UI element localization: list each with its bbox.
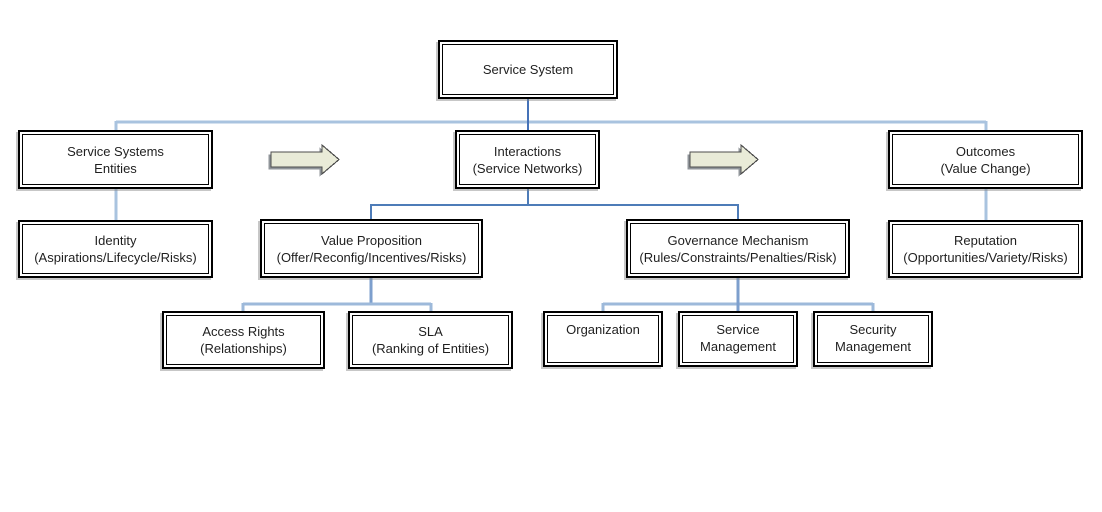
- node-governance-mechanism: Governance Mechanism (Rules/Constraints/…: [626, 219, 850, 278]
- node-security-management: Security Management: [813, 311, 933, 367]
- node-subtitle: (Offer/Reconfig/Incentives/Risks): [276, 249, 467, 265]
- node-title: Service: [716, 322, 760, 337]
- node-title: Service System: [482, 62, 574, 77]
- node-title: Access Rights: [202, 324, 285, 339]
- node-outcomes: Outcomes (Value Change): [888, 130, 1083, 189]
- node-title: Interactions: [493, 143, 562, 159]
- node-label: Interactions (Service Networks): [459, 134, 596, 185]
- flow-arrow-icon: [268, 143, 340, 177]
- node-value-proposition: Value Proposition (Offer/Reconfig/Incent…: [260, 219, 483, 278]
- node-subtitle: Entities: [94, 160, 137, 176]
- node-interactions: Interactions (Service Networks): [455, 130, 600, 189]
- node-subtitle: (Opportunities/Variety/Risks): [903, 250, 1068, 265]
- flow-arrow-icon: [687, 143, 759, 177]
- flow-arrow-shape: [270, 143, 340, 176]
- node-organization: Organization: [543, 311, 663, 367]
- node-service-management: Service Management: [678, 311, 798, 367]
- node-label: Organization: [547, 315, 659, 363]
- node-title: Security: [849, 322, 897, 337]
- node-label: Governance Mechanism (Rules/Constraints/…: [630, 223, 846, 274]
- node-label: Value Proposition (Offer/Reconfig/Incent…: [264, 223, 479, 274]
- node-subtitle: Management: [835, 339, 911, 354]
- node-title: Value Proposition: [321, 232, 422, 248]
- node-label: Security Management: [817, 315, 929, 363]
- node-label: Reputation (Opportunities/Variety/Risks): [892, 224, 1079, 274]
- node-subtitle: Management: [700, 339, 776, 354]
- node-subtitle: (Value Change): [940, 160, 1031, 176]
- node-title: SLA: [418, 324, 443, 339]
- node-title: Governance Mechanism: [667, 232, 809, 248]
- node-title: Reputation: [954, 233, 1017, 248]
- node-subtitle: (Relationships): [200, 341, 287, 356]
- node-subtitle: (Rules/Constraints/Penalties/Risk): [639, 249, 837, 265]
- node-subtitle: (Ranking of Entities): [371, 341, 490, 356]
- node-service-system: Service System: [438, 40, 618, 99]
- node-title: Organization: [566, 322, 640, 337]
- node-identity: Identity (Aspirations/Lifecycle/Risks): [18, 220, 213, 278]
- node-label: Service Systems Entities: [22, 134, 209, 185]
- node-service-systems-entities: Service Systems Entities: [18, 130, 213, 189]
- node-reputation: Reputation (Opportunities/Variety/Risks): [888, 220, 1083, 278]
- node-label: Service Management: [682, 315, 794, 363]
- node-label: SLA (Ranking of Entities): [352, 315, 509, 365]
- node-label: Identity (Aspirations/Lifecycle/Risks): [22, 224, 209, 274]
- node-label: Outcomes (Value Change): [892, 134, 1079, 185]
- node-title: Service Systems: [67, 143, 164, 159]
- node-title: Outcomes: [955, 143, 1016, 159]
- flow-arrow-shape: [689, 143, 759, 176]
- node-access-rights: Access Rights (Relationships): [162, 311, 325, 369]
- node-subtitle: (Service Networks): [472, 160, 583, 176]
- node-label: Access Rights (Relationships): [166, 315, 321, 365]
- node-sla: SLA (Ranking of Entities): [348, 311, 513, 369]
- node-label: Service System: [442, 44, 614, 95]
- node-subtitle: (Aspirations/Lifecycle/Risks): [34, 250, 197, 265]
- node-title: Identity: [94, 233, 137, 248]
